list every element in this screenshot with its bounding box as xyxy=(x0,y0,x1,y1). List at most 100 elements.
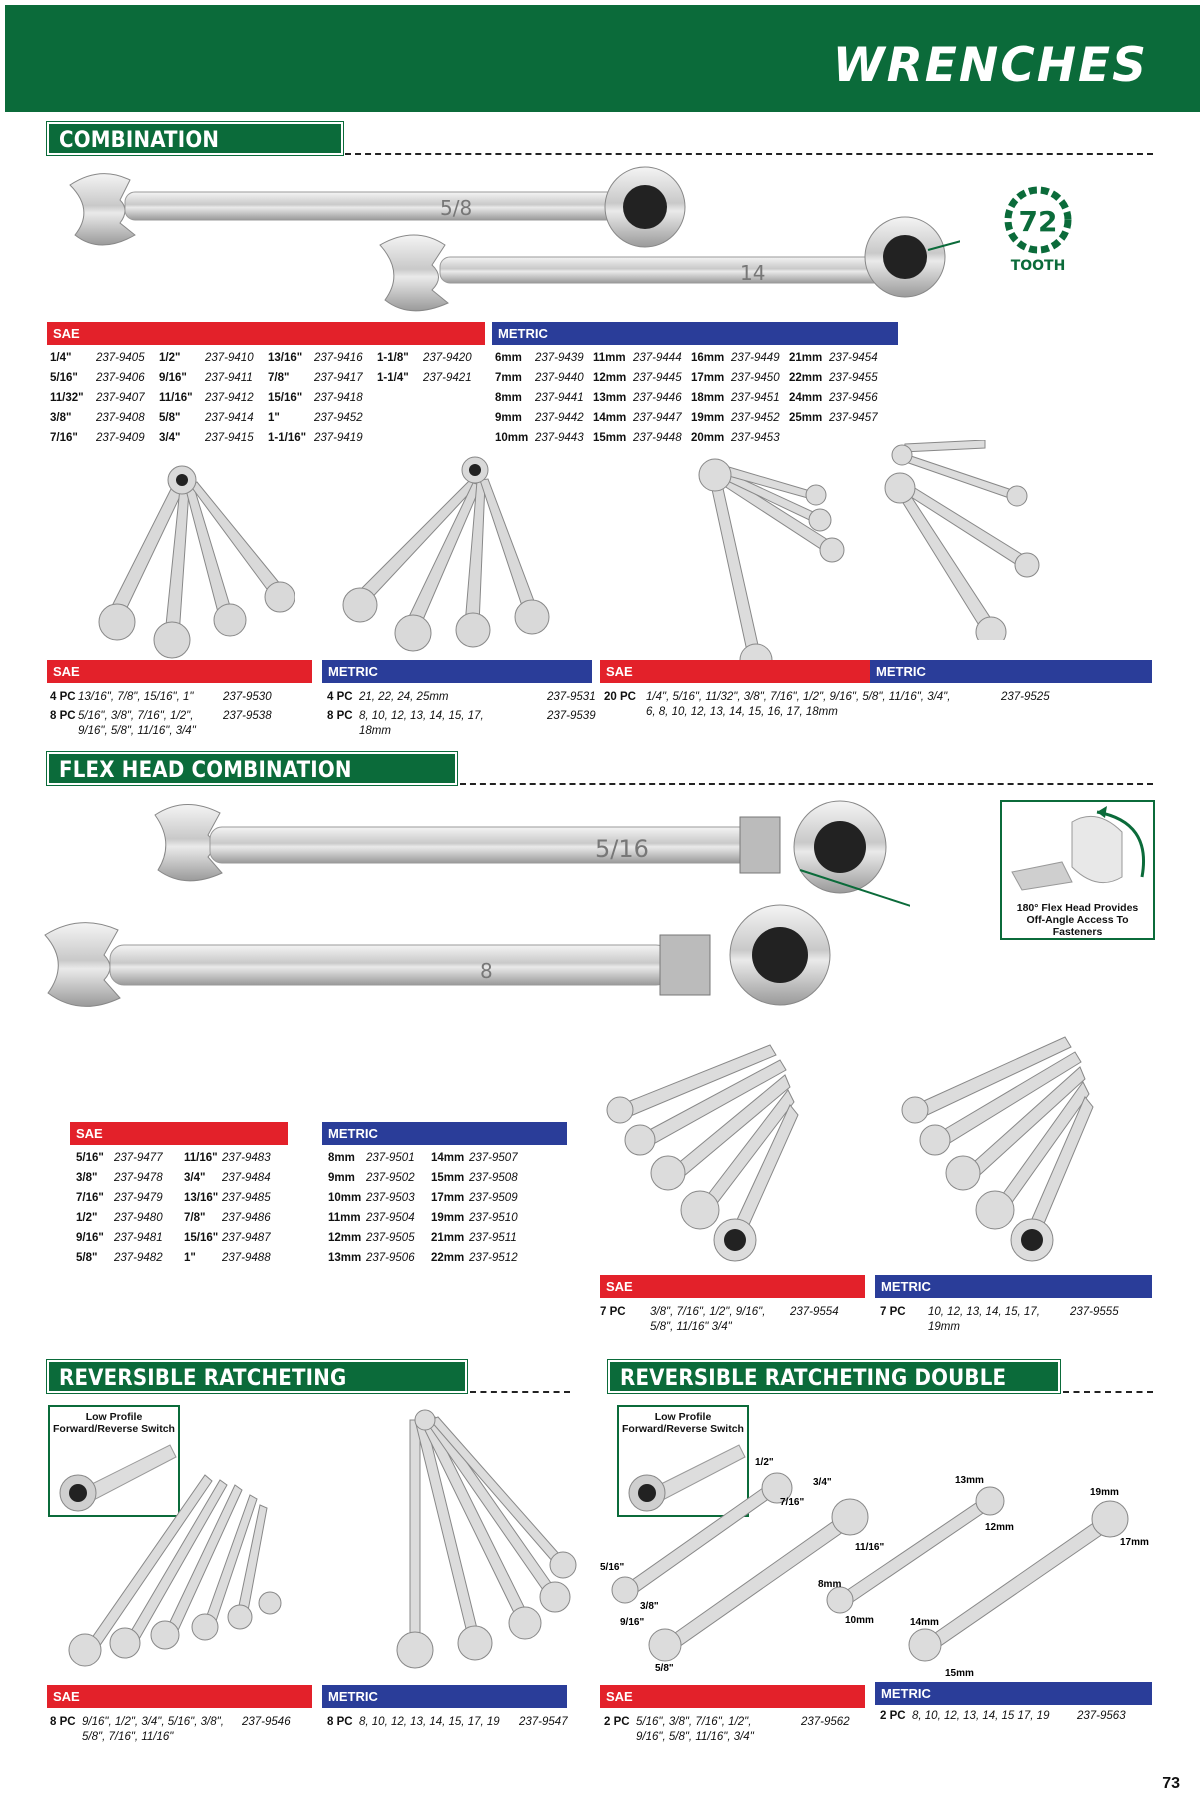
size-cell: 13/16" xyxy=(268,352,303,364)
part-number-cell: 237-9416 xyxy=(314,352,363,364)
svg-text:14: 14 xyxy=(740,261,765,285)
72-tooth-badge: 72 TOOTH xyxy=(1004,186,1072,274)
size-cell: 3/8" xyxy=(50,412,72,424)
size-cell: 7/8" xyxy=(268,372,290,384)
part-number-cell: 237-9439 xyxy=(535,352,584,364)
size-cell: 14mm xyxy=(593,412,627,424)
size-cell xyxy=(377,388,423,408)
part-number-cell: 237-9478 xyxy=(114,1172,163,1184)
size-cell: 18mm xyxy=(691,392,725,404)
size-cell: 8mm xyxy=(495,392,522,404)
part-number-cell: 237-9408 xyxy=(96,412,145,424)
part-number-cell: 237-9477 xyxy=(114,1152,163,1164)
flex-head-callout-text: 180° Flex Head Provides Off-Angle Access… xyxy=(1016,902,1139,938)
svg-text:15mm: 15mm xyxy=(945,1668,974,1679)
size-cell xyxy=(377,428,423,448)
part-number-cell: 237-9505 xyxy=(366,1232,415,1244)
8pc-reversible-sae-set-image xyxy=(68,1474,282,1667)
sets1-sae-bar: SAE xyxy=(47,660,312,683)
part-number-cell: 237-9450 xyxy=(731,372,780,384)
sae-bar: SAE xyxy=(47,322,485,345)
part-number-cell: 237-9449 xyxy=(731,352,780,364)
switch-callout-text: Low Profile Forward/Reverse Switch xyxy=(622,1411,744,1435)
part-number-cell: 237-9419 xyxy=(314,432,363,444)
part-number-cell: 237-9417 xyxy=(314,372,363,384)
part-number-cell: 237-9440 xyxy=(535,372,584,384)
sets4-sae-bar: SAE xyxy=(600,1685,865,1708)
part-number-cell: 237-9452 xyxy=(314,412,363,424)
part-number-cell: 237-9446 xyxy=(633,392,682,404)
switch-callout-right: Low Profile Forward/Reverse Switch xyxy=(617,1405,749,1517)
wrench-5-8: 5/8 xyxy=(69,166,686,248)
part-number-cell: 237-9506 xyxy=(366,1252,415,1264)
section-title-combination-ratcheting: COMBINATION RATCHETING xyxy=(46,121,344,186)
part-number-cell: 237-9406 xyxy=(96,372,145,384)
svg-text:14mm: 14mm xyxy=(910,1617,939,1628)
size-cell: 6mm xyxy=(495,352,522,364)
size-cell: 13mm xyxy=(328,1252,362,1264)
size-cell: 22mm xyxy=(789,372,823,384)
size-cell: 9/16" xyxy=(76,1232,104,1244)
switch-callout-text: Low Profile Forward/Reverse Switch xyxy=(53,1411,175,1435)
part-number-cell: 237-9511 xyxy=(469,1232,517,1244)
size-cell: 10mm xyxy=(328,1192,362,1204)
svg-text:3/4": 3/4" xyxy=(813,1477,832,1488)
part-number-cell: 237-9407 xyxy=(96,392,145,404)
svg-text:8mm: 8mm xyxy=(818,1579,841,1590)
part-number-cell: 237-9405 xyxy=(96,352,145,364)
size-cell: 25mm xyxy=(789,412,823,424)
section-title-reversible-combination: REVERSIBLE RATCHETING COMBINATION xyxy=(46,1359,468,1424)
switch-detail-image xyxy=(59,1444,177,1512)
size-cell: 5/8" xyxy=(159,412,181,424)
size-cell: 9mm xyxy=(328,1172,355,1184)
part-number-cell: 237-9483 xyxy=(222,1152,271,1164)
part-number-cell: 237-9443 xyxy=(535,432,584,444)
part-number-cell: 237-9501 xyxy=(366,1152,415,1164)
size-cell: 12mm xyxy=(593,372,627,384)
part-number-cell: 237-9486 xyxy=(222,1212,271,1224)
part-number-cell xyxy=(423,408,486,428)
page-header xyxy=(5,5,1200,112)
size-cell: 1/4" xyxy=(50,352,72,364)
part-number-cell: 237-9447 xyxy=(633,412,682,424)
part-number-cell: 237-9414 xyxy=(205,412,254,424)
sets3-metric-bar: METRIC xyxy=(322,1685,567,1708)
svg-text:9/16": 9/16" xyxy=(620,1617,644,1628)
size-cell: 11mm xyxy=(328,1212,361,1224)
part-number-cell: 237-9488 xyxy=(222,1252,271,1264)
size-cell: 21mm xyxy=(431,1232,465,1244)
part-number-cell: 237-9445 xyxy=(633,372,682,384)
part-number-cell: 237-9512 xyxy=(469,1252,518,1264)
part-number-cell: 237-9504 xyxy=(366,1212,415,1224)
20pc-sae-set-image xyxy=(698,458,845,670)
section-divider xyxy=(470,1391,570,1393)
part-number-cell: 237-9485 xyxy=(222,1192,271,1204)
part-number-cell: 237-9409 xyxy=(96,432,145,444)
svg-text:10mm: 10mm xyxy=(845,1615,874,1626)
4pc-metric-set-image xyxy=(342,456,550,652)
sets2-metric-bar: METRIC xyxy=(875,1275,1152,1298)
part-number-cell: 237-9455 xyxy=(829,372,878,384)
svg-text:5/16": 5/16" xyxy=(600,1562,624,1573)
size-cell: 5/16" xyxy=(76,1152,104,1164)
section-title-flex-head: FLEX HEAD COMBINATION RATCHETING xyxy=(46,751,458,816)
size-cell: 3/8" xyxy=(76,1172,98,1184)
sets4-metric-bar: METRIC xyxy=(875,1682,1152,1705)
